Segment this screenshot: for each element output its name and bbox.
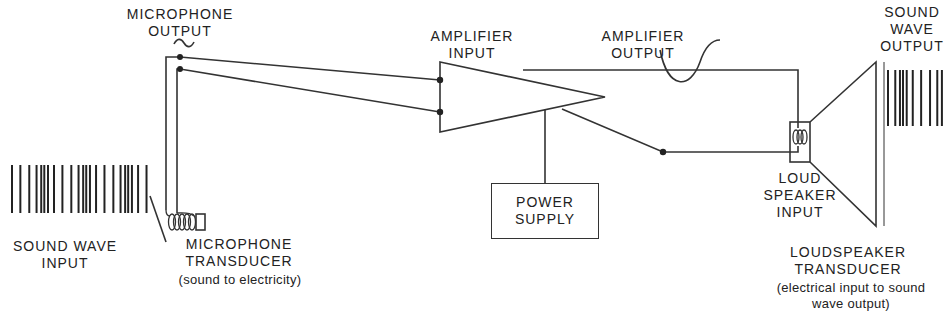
junction-dot bbox=[660, 149, 666, 155]
speaker-wire bbox=[562, 109, 798, 152]
wave-bar bbox=[941, 70, 943, 126]
wave-bar bbox=[70, 165, 72, 213]
speaker-magnet bbox=[790, 122, 810, 162]
wave-bar bbox=[912, 70, 914, 126]
wave-bar bbox=[19, 165, 21, 213]
wave-bar bbox=[127, 165, 129, 213]
junction-dot bbox=[437, 109, 443, 115]
wave-bar bbox=[61, 165, 63, 213]
part-label: LOUD SPEAKER INPUT bbox=[758, 170, 842, 221]
part-label: AMPLIFIER INPUT bbox=[420, 28, 524, 62]
speaker-wire bbox=[523, 70, 798, 128]
wave-bar bbox=[103, 165, 105, 213]
coil-windings bbox=[166, 130, 807, 230]
box-label: POWER SUPPLY bbox=[492, 194, 598, 228]
amplifier-triangle bbox=[440, 62, 605, 132]
wave-bar bbox=[936, 70, 938, 126]
wave-bar bbox=[43, 165, 45, 213]
wave-bar bbox=[89, 165, 91, 213]
junction-dots bbox=[177, 54, 666, 155]
wave-bar bbox=[929, 70, 931, 126]
mic-core bbox=[196, 214, 205, 230]
part-label: MICROPHONE TRANSDUCER bbox=[166, 236, 312, 270]
wave-bar bbox=[899, 70, 901, 126]
box-text-group: POWER SUPPLY bbox=[492, 194, 598, 228]
wave-bar bbox=[902, 70, 904, 126]
wave-bar bbox=[36, 165, 38, 213]
coil-turn bbox=[189, 214, 196, 230]
coil-turn bbox=[801, 130, 807, 144]
mic-diaphragm bbox=[150, 196, 166, 242]
part-label: SOUND WAVE OUTPUT bbox=[876, 4, 948, 55]
wave-bar bbox=[53, 165, 55, 213]
wiring bbox=[150, 39, 884, 242]
junction-dot bbox=[177, 66, 183, 72]
part-label: (electrical input to sound wave output) bbox=[766, 280, 936, 312]
wave-bar bbox=[920, 70, 922, 126]
speaker-rim bbox=[884, 62, 885, 226]
wave-bar bbox=[906, 70, 908, 126]
part-label: MICROPHONE OUTPUT bbox=[118, 6, 242, 40]
coil-lead bbox=[166, 210, 194, 216]
wave-bar bbox=[40, 165, 42, 213]
part-label: SOUND WAVE INPUT bbox=[4, 238, 126, 272]
wave-bar bbox=[887, 70, 889, 126]
part-label: (sound to electricity) bbox=[160, 272, 320, 288]
junction-dot bbox=[437, 77, 443, 83]
wave-bar bbox=[131, 165, 133, 213]
wave-bar bbox=[47, 165, 49, 213]
wave-bar bbox=[146, 165, 148, 213]
wave-bar bbox=[137, 165, 139, 213]
mic-wire bbox=[177, 69, 440, 213]
wave-bar bbox=[112, 165, 114, 213]
wave-bar bbox=[120, 165, 122, 213]
wave-bar bbox=[11, 165, 13, 213]
wave-bar bbox=[894, 70, 896, 126]
mic-wire bbox=[166, 57, 440, 210]
power-wire bbox=[544, 110, 546, 183]
wave-bar bbox=[95, 165, 97, 213]
junction-dot bbox=[177, 54, 183, 60]
wave-bar bbox=[78, 165, 80, 213]
wave-bar bbox=[124, 165, 126, 213]
part-label: LOUDSPEAKER TRANSDUCER bbox=[752, 244, 944, 278]
wave-bar bbox=[82, 165, 84, 213]
power-supply-box: POWER SUPPLY bbox=[491, 183, 599, 239]
ac-symbol bbox=[174, 39, 194, 46]
wave-bar bbox=[28, 165, 30, 213]
wave-bar bbox=[85, 165, 87, 213]
part-label: AMPLIFIER OUTPUT bbox=[588, 28, 698, 62]
